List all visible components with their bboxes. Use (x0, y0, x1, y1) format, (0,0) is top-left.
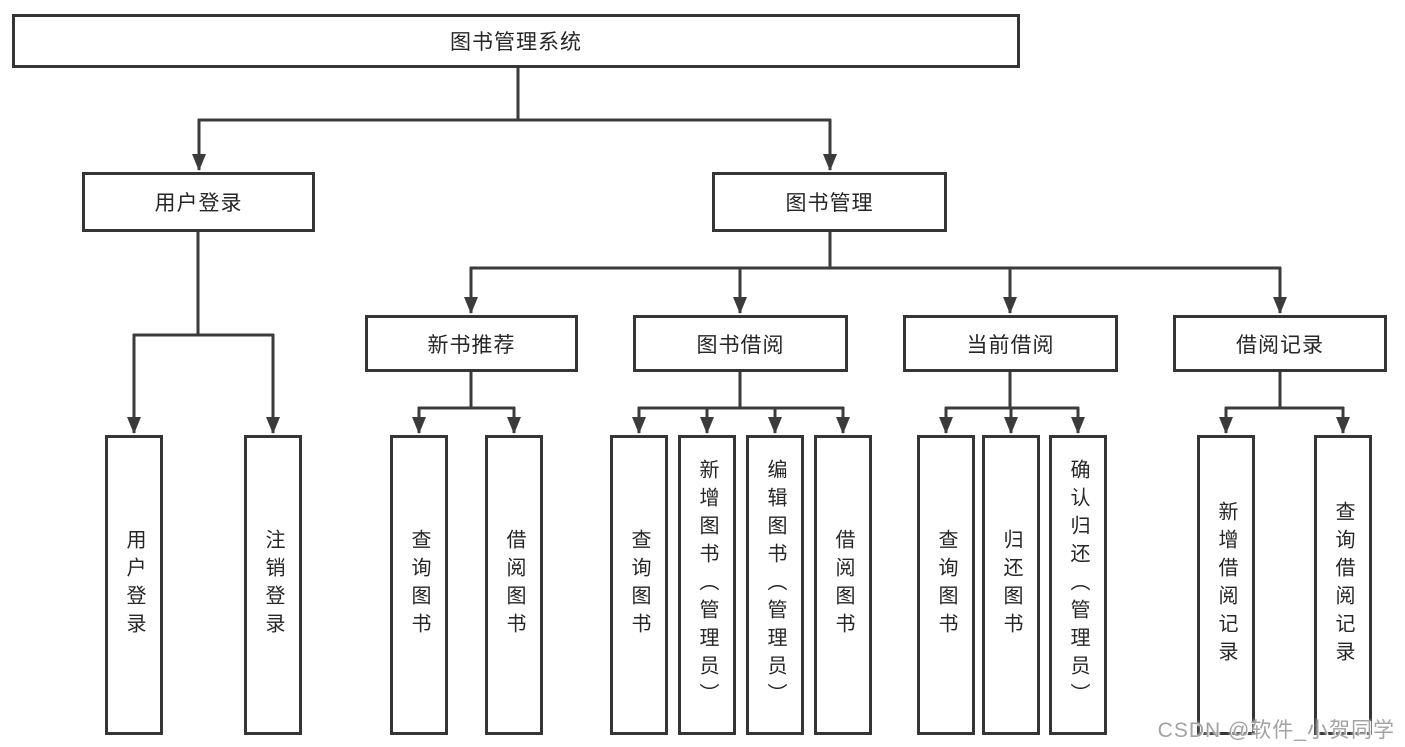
node-leaf-confirm-return-admin-label: 确认归还（管理员） (1067, 459, 1089, 711)
connector-book-management-to-level3 (464, 232, 1287, 314)
connector-borrow-records-to-leaves (1219, 372, 1350, 434)
node-leaf-query-books-current-label: 查询图书 (935, 529, 957, 641)
node-user-login-label: 用户登录 (154, 192, 243, 215)
node-leaf-query-books-borrow-label: 查询图书 (628, 529, 650, 641)
node-leaf-edit-book-admin-label: 编辑图书（管理员） (764, 459, 786, 711)
node-leaf-add-book-admin-label: 新增图书（管理员） (696, 459, 718, 711)
node-leaf-user-login: 用户登录 (105, 435, 163, 735)
node-leaf-return-book-label: 归还图书 (1000, 529, 1022, 641)
node-leaf-add-book-admin: 新增图书（管理员） (678, 435, 736, 735)
node-leaf-return-book: 归还图书 (982, 435, 1040, 735)
node-new-book-recommend-label: 新书推荐 (427, 333, 516, 357)
node-book-management-label: 图书管理 (785, 192, 874, 215)
node-book-management: 图书管理 (712, 172, 947, 232)
node-borrow-records-label: 借阅记录 (1236, 333, 1324, 357)
node-root: 图书管理系统 (12, 14, 1020, 68)
node-user-login: 用户登录 (82, 172, 315, 232)
node-new-book-recommend: 新书推荐 (365, 315, 578, 372)
connector-root-to-level2 (192, 68, 837, 171)
node-root-label: 图书管理系统 (450, 31, 582, 54)
node-leaf-borrow-books-borrow: 借阅图书 (814, 435, 872, 735)
node-leaf-add-borrow-record: 新增借阅记录 (1197, 435, 1255, 735)
node-book-borrow: 图书借阅 (633, 315, 848, 372)
connector-new-book-recommend-to-leaves (412, 372, 521, 434)
csdn-watermark: CSDN @软件_小贺同学 (1157, 719, 1395, 742)
connector-book-borrow-to-leaves (632, 372, 850, 434)
node-leaf-confirm-return-admin: 确认归还（管理员） (1049, 435, 1107, 735)
node-leaf-borrow-books-borrow-label: 借阅图书 (832, 529, 854, 641)
node-leaf-query-books-recommend: 查询图书 (390, 435, 448, 735)
node-current-borrow: 当前借阅 (903, 315, 1118, 372)
node-leaf-query-books-borrow: 查询图书 (610, 435, 668, 735)
node-leaf-add-borrow-record-label: 新增借阅记录 (1215, 501, 1237, 669)
node-leaf-query-books-current: 查询图书 (917, 435, 975, 735)
node-leaf-logout-label: 注销登录 (262, 529, 284, 641)
node-book-borrow-label: 图书借阅 (696, 333, 785, 357)
node-leaf-query-borrow-record: 查询借阅记录 (1314, 435, 1372, 735)
connector-current-borrow-to-leaves (939, 372, 1085, 434)
node-leaf-borrow-books-recommend-label: 借阅图书 (503, 529, 525, 641)
node-borrow-records: 借阅记录 (1173, 315, 1387, 372)
connector-user-login-to-leaves (127, 232, 280, 434)
node-leaf-user-login-label: 用户登录 (123, 529, 145, 641)
node-leaf-edit-book-admin: 编辑图书（管理员） (746, 435, 804, 735)
node-leaf-borrow-books-recommend: 借阅图书 (485, 435, 543, 735)
node-current-borrow-label: 当前借阅 (966, 333, 1055, 357)
node-leaf-query-borrow-record-label: 查询借阅记录 (1332, 501, 1354, 669)
node-leaf-query-books-recommend-label: 查询图书 (408, 529, 430, 641)
node-leaf-logout: 注销登录 (244, 435, 302, 735)
